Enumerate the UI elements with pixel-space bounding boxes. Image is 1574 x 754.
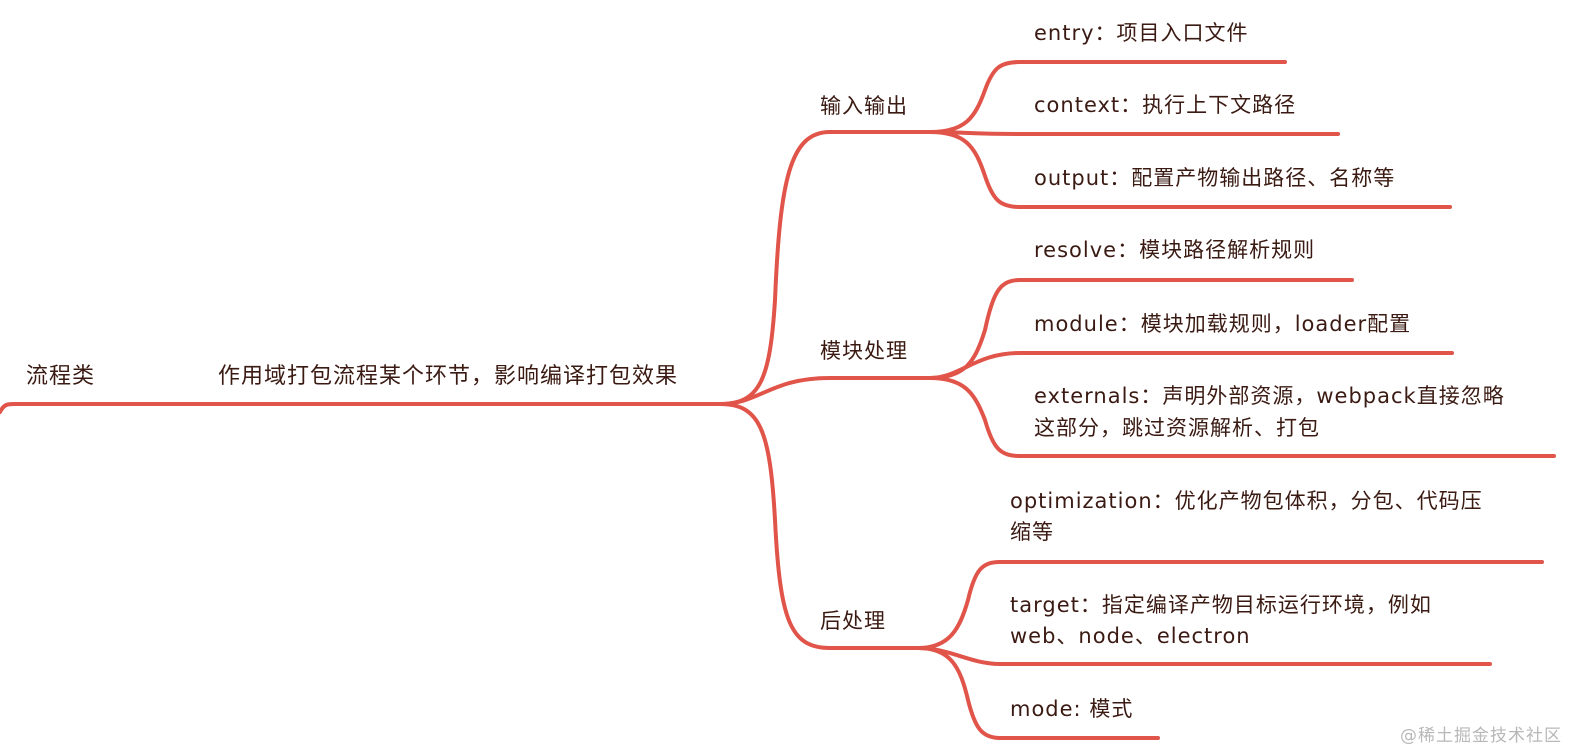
root-line xyxy=(0,402,112,414)
leaf-desc: 模块加载规则，loader配置 xyxy=(1140,312,1412,336)
leaf-desc: 模块路径解析规则 xyxy=(1139,238,1316,262)
leaf-key: output xyxy=(1034,166,1110,190)
leaf-sep: ： xyxy=(1120,93,1143,117)
branch-module xyxy=(718,376,932,406)
leaf-desc: 指定编译产物目标运行环境，例如 xyxy=(1101,593,1432,617)
leaf-resolve: resolve：模块路径解析规则 xyxy=(1034,235,1315,265)
leaf-optimization-line2: 缩等 xyxy=(1010,517,1054,547)
leaf-line-externals xyxy=(928,376,1556,458)
leaf-key: mode: xyxy=(1010,697,1082,721)
leaf-externals-line2: 这部分，跳过资源解析、打包 xyxy=(1034,413,1320,443)
leaf-externals: externals：声明外部资源，webpack直接忽略 xyxy=(1034,381,1505,411)
leaf-output: output：配置产物输出路径、名称等 xyxy=(1034,163,1395,193)
leaf-desc: 项目入口文件 xyxy=(1116,21,1249,45)
leaf-key: module xyxy=(1034,312,1119,336)
group-module-label: 模块处理 xyxy=(820,339,908,363)
branch-io xyxy=(718,130,932,406)
leaf-desc: 执行上下文路径 xyxy=(1142,93,1297,117)
leaf-desc-cont: 缩等 xyxy=(1010,520,1054,544)
leaf-line-module xyxy=(928,351,1454,380)
leaf-sep: ： xyxy=(1117,238,1140,262)
leaf-key: entry xyxy=(1034,21,1095,45)
branch-post xyxy=(718,402,920,650)
leaf-desc: 声明外部资源，webpack直接忽略 xyxy=(1162,384,1505,408)
group-io-label: 输入输出 xyxy=(820,94,908,118)
leaf-mode: mode: 模式 xyxy=(1010,694,1133,724)
leaf-target: target：指定编译产物目标运行环境，例如 xyxy=(1010,590,1432,620)
leaf-sep: ： xyxy=(1109,166,1132,190)
root-node: 流程类 xyxy=(26,364,96,389)
leaf-key: context xyxy=(1034,93,1121,117)
leaf-line-output xyxy=(928,130,1452,209)
leaf-sep: ： xyxy=(1094,21,1117,45)
leaf-desc: 优化产物包体积，分包、代码压 xyxy=(1174,489,1483,513)
leaf-sep: ： xyxy=(1118,312,1141,336)
leaf-line-context xyxy=(928,130,1340,136)
leaf-context: context：执行上下文路径 xyxy=(1034,90,1296,120)
leaf-key: target xyxy=(1010,593,1080,617)
leaf-desc: 模式 xyxy=(1089,697,1134,721)
leaf-sep: ： xyxy=(1152,489,1175,513)
leaf-desc-cont: 这部分，跳过资源解析、打包 xyxy=(1034,416,1320,440)
watermark: @稀土掘金技术社区 xyxy=(1400,726,1562,746)
leaf-module: module：模块加载规则，loader配置 xyxy=(1034,309,1411,339)
leaf-entry: entry：项目入口文件 xyxy=(1034,18,1249,48)
leaf-sep: ： xyxy=(1079,593,1102,617)
leaf-line-entry xyxy=(928,60,1287,134)
leaf-sep: ： xyxy=(1140,384,1163,408)
leaf-desc: 配置产物输出路径、名称等 xyxy=(1131,166,1396,190)
leaf-key: optimization xyxy=(1010,489,1153,513)
leaf-key: externals xyxy=(1034,384,1141,408)
leaf-line-optimization xyxy=(916,560,1544,650)
leaf-line-mode xyxy=(916,646,1160,740)
group-post-label: 后处理 xyxy=(820,609,886,633)
leaf-desc-cont: web、node、electron xyxy=(1010,624,1251,648)
leaf-key: resolve xyxy=(1034,238,1118,262)
leaf-optimization: optimization：优化产物包体积，分包、代码压 xyxy=(1010,486,1483,516)
main-node: 作用域打包流程某个环节，影响编译打包效果 xyxy=(218,364,679,389)
leaf-target-line2: web、node、electron xyxy=(1010,621,1251,651)
